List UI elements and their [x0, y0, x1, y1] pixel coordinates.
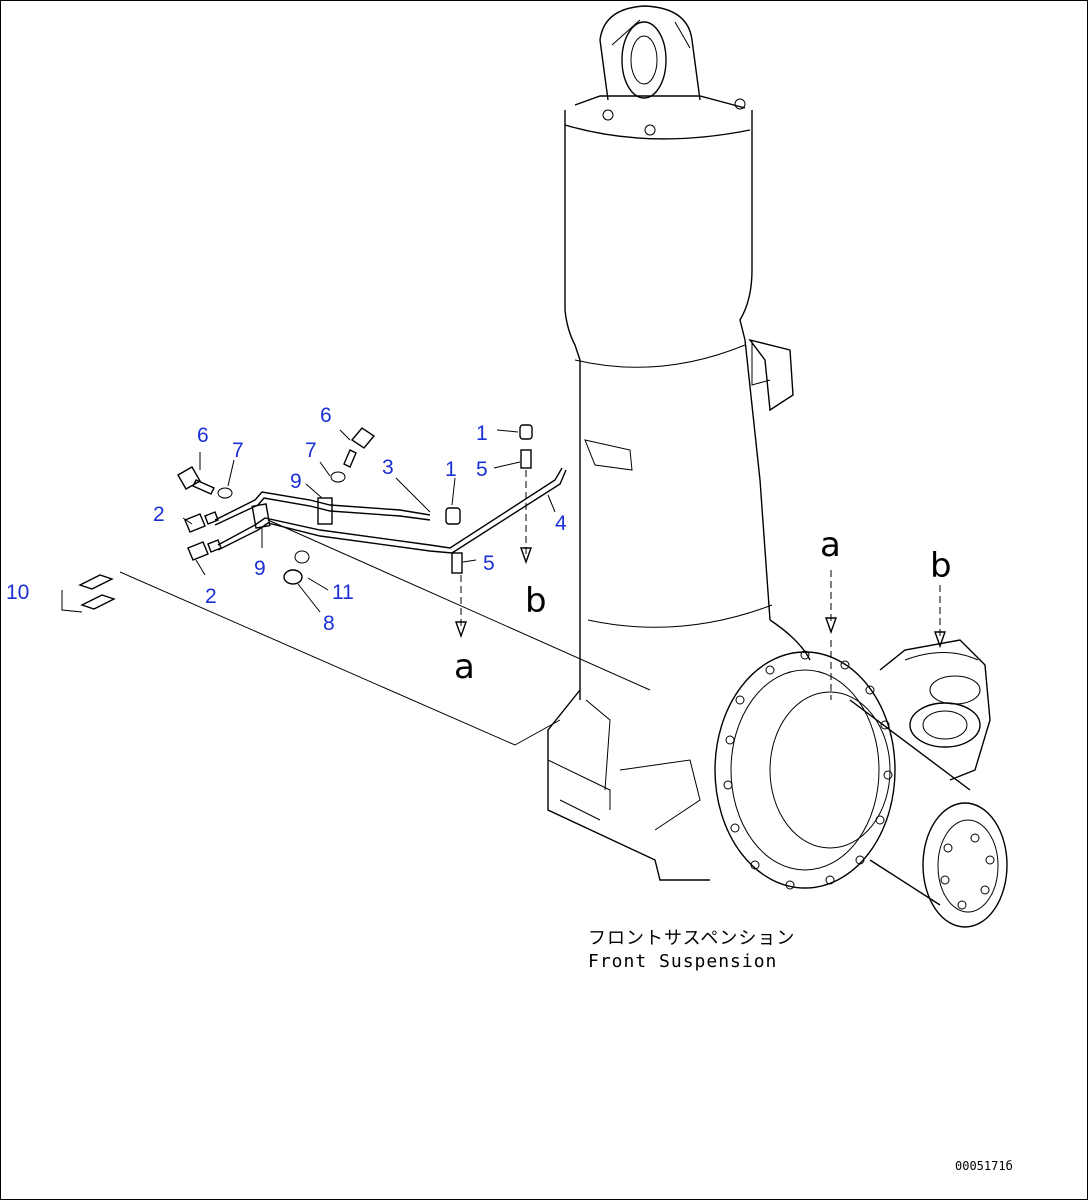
part-label-5-upper: 5 [476, 458, 488, 481]
ref-a-left: a [454, 647, 475, 687]
part-label-7-mid: 7 [305, 439, 317, 462]
part-label-11: 11 [332, 581, 354, 604]
part-label-5-lower: 5 [483, 552, 495, 575]
reference-letters: a b a b [454, 525, 952, 687]
part-label-7-left: 7 [232, 439, 244, 462]
part-label-1-top: 1 [476, 422, 488, 445]
suspension-cylinder [547, 5, 794, 881]
part-label-6-mid: 6 [320, 404, 332, 427]
part-label-4: 4 [555, 512, 567, 535]
ref-a-right: a [820, 525, 841, 565]
part-label-9-upper: 9 [290, 470, 302, 493]
piping-assembly [61, 424, 567, 613]
part-label-10: 10 [6, 581, 29, 604]
ref-b-right: b [930, 546, 952, 586]
part-label-9-lower: 9 [254, 557, 266, 580]
part-label-8: 8 [323, 612, 335, 635]
part-label-2-upper: 2 [153, 503, 165, 526]
part-label-6-left: 6 [197, 424, 209, 447]
part-labels: 1 1 2 2 3 4 5 5 6 6 7 7 8 9 9 10 11 [6, 404, 567, 635]
drawing-code: 0005171б [955, 1159, 1013, 1173]
ref-b-left: b [525, 581, 547, 621]
caption-english: Front Suspension [588, 951, 777, 972]
part-label-3: 3 [382, 456, 394, 479]
hub-bolt-circle [723, 650, 893, 890]
part-label-2-lower: 2 [205, 585, 217, 608]
axle-hub [714, 619, 1008, 928]
reference-arrows [119, 470, 946, 746]
caption-japanese: フロントサスペンション [588, 928, 795, 949]
part-label-1-mid: 1 [445, 458, 457, 481]
